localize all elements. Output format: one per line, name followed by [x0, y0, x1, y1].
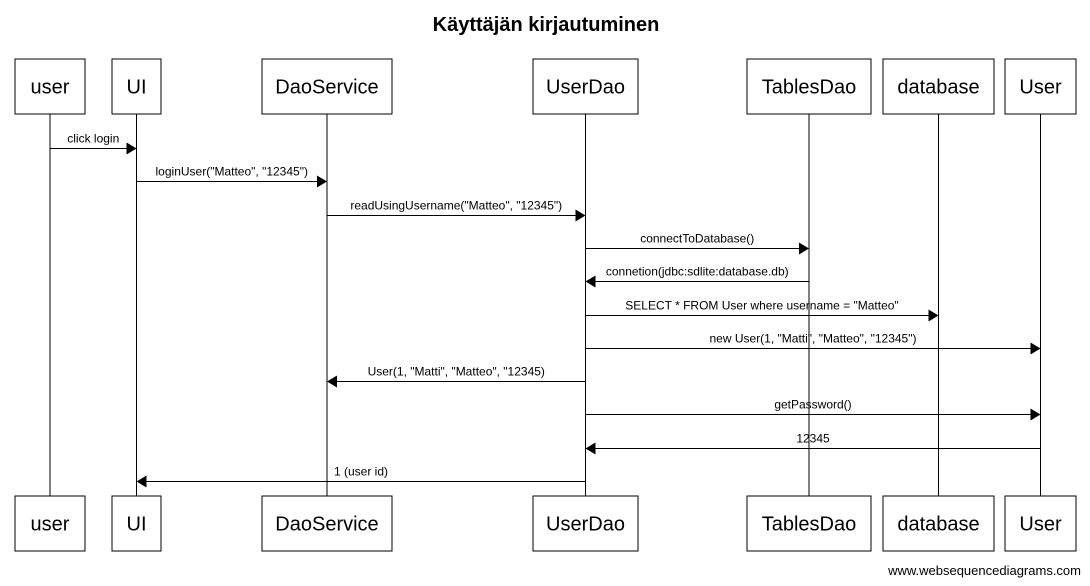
message-label: new User(1, "Matti", "Matteo", "12345") — [710, 332, 917, 346]
participant-box — [746, 495, 872, 552]
participant-box — [746, 58, 872, 115]
participant-box — [532, 58, 639, 115]
participant-box — [1004, 58, 1077, 115]
participant-ui-bottom: UI — [111, 495, 162, 552]
participant-label: UI — [127, 77, 147, 99]
participant-label: UserDao — [546, 77, 625, 99]
message-2: loginUser("Matteo", "12345") — [136, 165, 327, 188]
message-9: getPassword() — [585, 398, 1041, 421]
message-label: connectToDatabase() — [640, 232, 754, 246]
participant-userdao-top: UserDao — [532, 58, 639, 115]
participant-label: database — [897, 77, 979, 99]
arrowhead-icon — [136, 475, 147, 488]
message-7: new User(1, "Matti", "Matteo", "12345") — [585, 332, 1041, 355]
participant-boxes: useruserUIUIDaoServiceDaoServiceUserDaoU… — [14, 58, 1077, 552]
watermark: www.websequencediagrams.com — [887, 563, 1081, 578]
messages: click login loginUser("Matteo", "12345") r… — [50, 132, 1041, 488]
participant-label: TablesDao — [762, 514, 857, 536]
arrowhead-icon — [585, 442, 596, 455]
participant-box — [882, 495, 995, 552]
diagram-title: Käyttäjän kirjautuminen — [433, 14, 660, 36]
arrowhead-icon — [317, 175, 327, 188]
participant-box — [261, 495, 393, 552]
lifelines — [49, 114, 1041, 496]
participant-tablesdao-top: TablesDao — [746, 58, 872, 115]
message-6: SELECT * FROM User where username = "Mat… — [585, 299, 939, 322]
arrowhead-icon — [1030, 342, 1041, 355]
participant-box — [14, 495, 86, 552]
participant-box — [882, 58, 995, 115]
participant-label: TablesDao — [762, 77, 857, 99]
message-label: 1 (user id) — [334, 465, 388, 479]
participant-box — [111, 495, 162, 552]
participant-daoservice-top: DaoService — [261, 58, 393, 115]
participant-userdao-bottom: UserDao — [532, 495, 639, 552]
arrowhead-icon — [1030, 408, 1041, 421]
participant-tablesdao-bottom: TablesDao — [746, 495, 872, 552]
participant-label: DaoService — [275, 514, 378, 536]
participant-daoservice-bottom: DaoService — [261, 495, 393, 552]
message-label: loginUser("Matteo", "12345") — [156, 165, 308, 179]
participant-box — [14, 58, 86, 115]
message-label: User(1, "Matti", "Matteo", "12345) — [368, 365, 545, 379]
arrowhead-icon — [126, 142, 137, 155]
message-label: 12345 — [796, 432, 830, 446]
message-label: getPassword() — [774, 398, 851, 412]
message-11: 1 (user id) — [136, 465, 586, 488]
participant-database-top: database — [882, 58, 995, 115]
arrowhead-icon — [575, 209, 586, 222]
participant-label: UserDao — [546, 514, 625, 536]
message-3: readUsingUsername("Matteo", "12345") — [327, 199, 586, 222]
participant-ui-top: UI — [111, 58, 162, 115]
participant-label: User — [1019, 77, 1062, 99]
message-label: click login — [67, 132, 119, 146]
arrowhead-icon — [585, 275, 596, 288]
participant-label: DaoService — [275, 77, 378, 99]
participant-user-top: user — [14, 58, 86, 115]
participant-box — [111, 58, 162, 115]
message-label: SELECT * FROM User where username = "Mat… — [625, 299, 898, 313]
participant-user-bottom: user — [14, 495, 86, 552]
participant-box — [261, 58, 393, 115]
message-8: User(1, "Matti", "Matteo", "12345) — [327, 365, 586, 388]
participant-label: User — [1019, 514, 1062, 536]
participant-database-bottom: database — [882, 495, 995, 552]
message-label: readUsingUsername("Matteo", "12345") — [350, 199, 562, 213]
message-1: click login — [50, 132, 137, 155]
arrowhead-icon — [327, 375, 337, 388]
participant-box — [1004, 495, 1077, 552]
message-10: 12345 — [585, 432, 1041, 455]
message-5: connetion(jdbc:sdlite:database.db) — [585, 265, 809, 288]
message-label: connetion(jdbc:sdlite:database.db) — [606, 265, 789, 279]
participant-userclass-top: User — [1004, 58, 1077, 115]
participant-label: user — [31, 77, 70, 99]
participant-userclass-bottom: User — [1004, 495, 1077, 552]
participant-label: user — [31, 514, 70, 536]
participant-box — [532, 495, 639, 552]
message-4: connectToDatabase() — [585, 232, 809, 255]
participant-label: database — [897, 514, 979, 536]
participant-label: UI — [127, 514, 147, 536]
arrowhead-icon — [928, 309, 939, 322]
arrowhead-icon — [799, 242, 809, 255]
